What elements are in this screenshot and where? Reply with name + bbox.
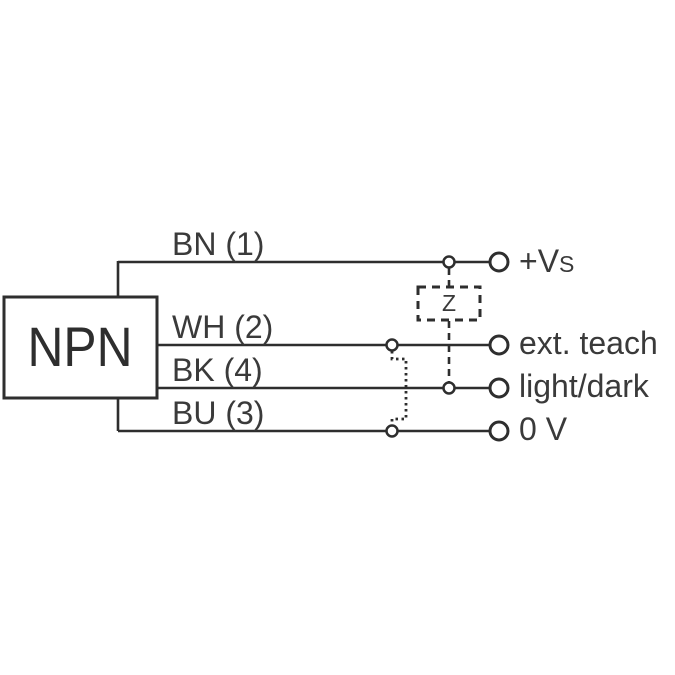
- wire-label-bn: BN (1): [172, 226, 264, 262]
- terminal-label-light-dark: light/dark: [519, 368, 650, 404]
- terminal-circle-vs: [488, 251, 510, 273]
- terminal-circle-light-dark: [488, 377, 510, 399]
- wire-label-wh: WH (2): [172, 309, 273, 345]
- junction-dot-bk: [442, 381, 456, 395]
- terminal-label-0v: 0 V: [519, 411, 568, 447]
- impedance-z-box: [416, 285, 482, 322]
- terminal-label-vs-main: +V: [519, 243, 560, 279]
- wire-label-bu: BU (3): [172, 395, 264, 431]
- junction-dot-bn: [442, 255, 456, 269]
- terminal-circle-ext-teach: [488, 334, 510, 356]
- teach-to-gnd-dotted-link: [390, 351, 408, 425]
- impedance-z-label: Z: [442, 290, 456, 316]
- terminal-label-vs-sub: S: [559, 251, 574, 277]
- terminal-label-ext-teach: ext. teach: [519, 325, 658, 361]
- device-box: [2, 295, 159, 400]
- terminal-circle-0v: [488, 420, 510, 442]
- junction-dot-bu: [385, 424, 399, 438]
- wire-label-bk: BK (4): [172, 352, 263, 388]
- device-label: NPN: [28, 315, 133, 378]
- junction-dot-wh: [385, 338, 399, 352]
- terminal-label-vs: +VS: [519, 243, 574, 279]
